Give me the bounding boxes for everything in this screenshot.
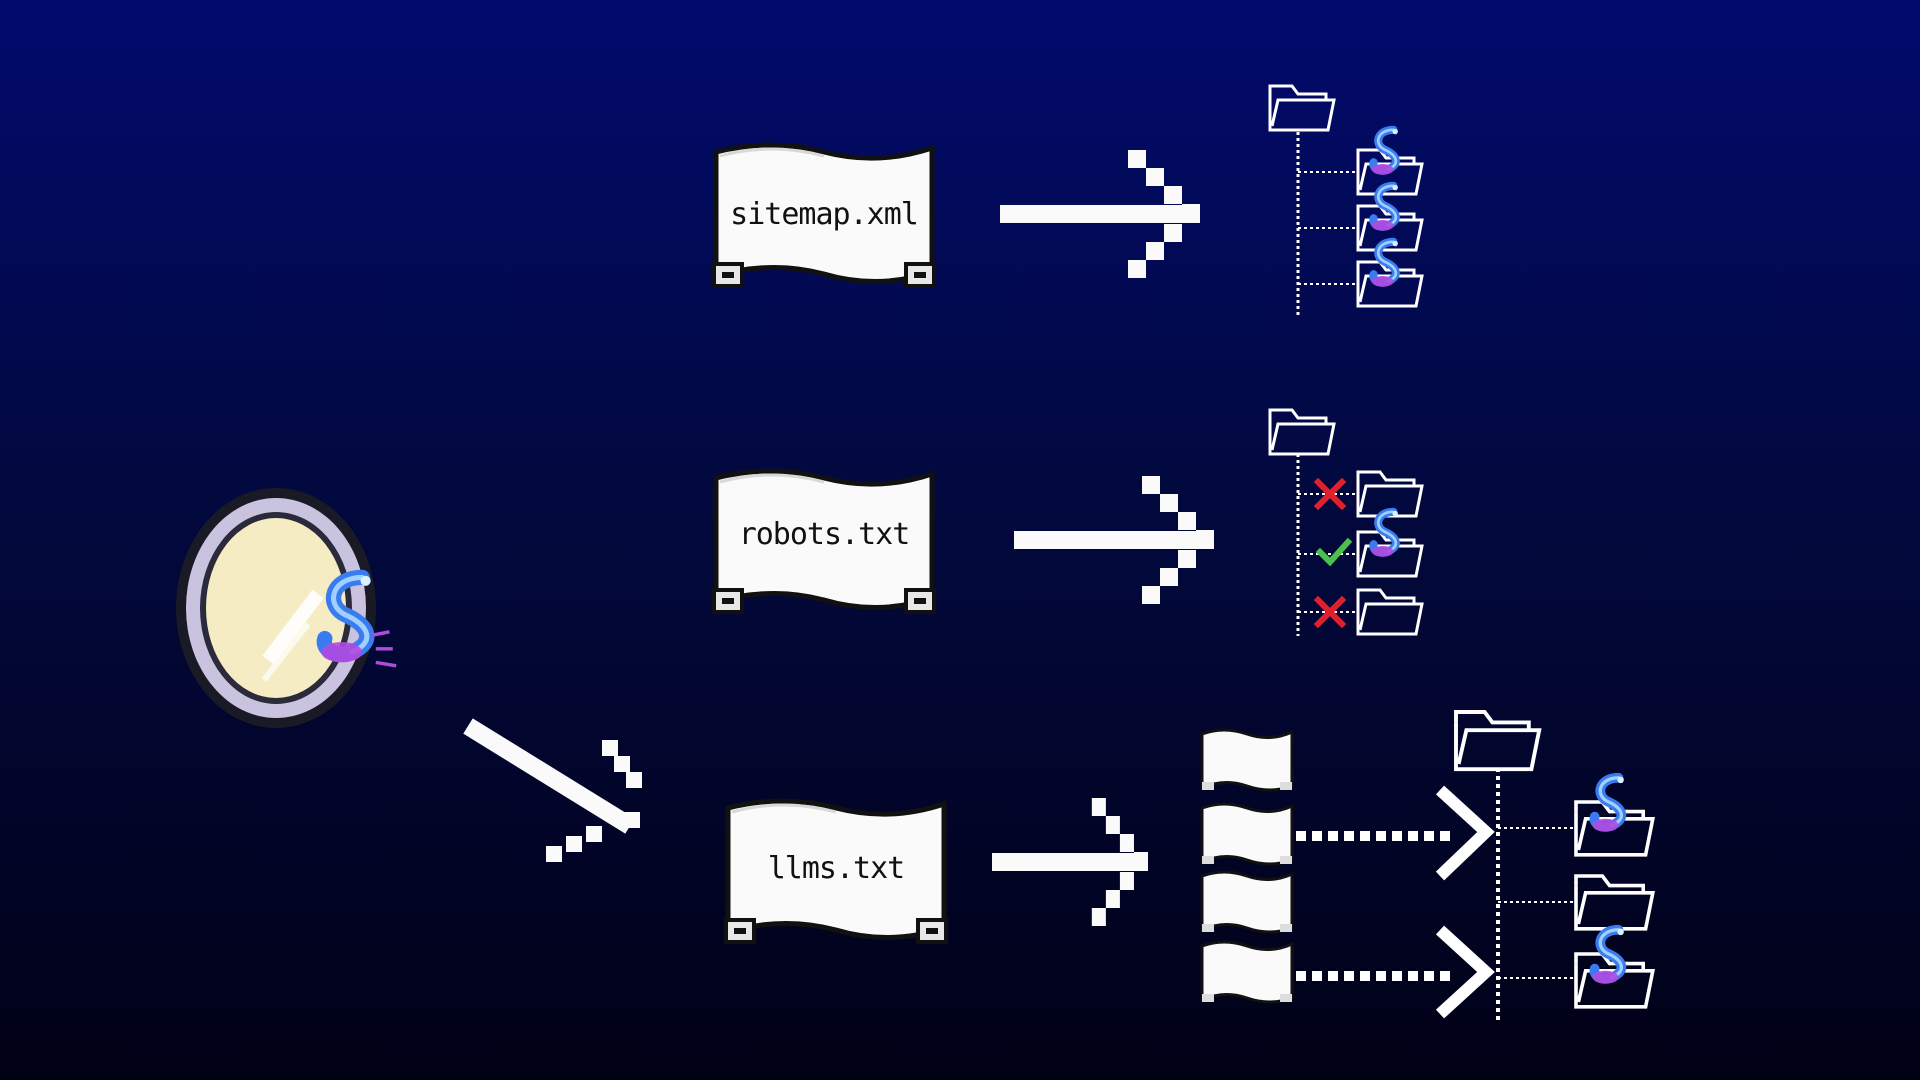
scroll-icon: llms.txt	[726, 801, 946, 942]
scroll-icon: sitemap.xml	[714, 145, 934, 286]
pixel-sword-icon	[463, 718, 642, 862]
scroll-stack	[1200, 728, 1294, 1004]
scroll-icon	[1200, 940, 1294, 1004]
scroll-label-robots: robots.txt	[739, 517, 910, 552]
link-arrow-bottom	[1296, 925, 1495, 1019]
folder-icon	[1268, 84, 1336, 132]
orb-icon	[176, 488, 376, 728]
folder-icon	[1356, 588, 1424, 636]
row-llms: llms.txt	[726, 710, 1655, 1020]
arrow-icon	[992, 798, 1148, 926]
folder-tree-llms	[1454, 710, 1655, 1020]
arrow-icon	[1000, 150, 1200, 278]
scroll-icon: robots.txt	[714, 471, 934, 612]
mascot-folder-icon	[1358, 511, 1422, 576]
scroll-label-llms: llms.txt	[768, 851, 905, 886]
folder-icon	[1268, 408, 1336, 456]
folder-icon	[1454, 710, 1542, 772]
folder-tree-robots	[1268, 408, 1424, 636]
cross-icon	[1318, 600, 1342, 624]
arrow-icon	[1014, 476, 1214, 604]
mascot-folder-icon	[1576, 777, 1653, 855]
folder-icon	[1574, 874, 1655, 931]
link-arrow-top	[1296, 785, 1495, 881]
scroll-label-sitemap: sitemap.xml	[730, 197, 918, 232]
scroll-icon	[1200, 728, 1294, 792]
scroll-icon	[1200, 870, 1294, 934]
mascot-folder-icon	[1576, 929, 1653, 1007]
cross-icon	[1318, 482, 1342, 506]
mascot-icon	[321, 576, 397, 666]
scroll-icon	[1200, 802, 1294, 866]
check-icon	[1320, 542, 1348, 562]
row-sitemap: sitemap.xml	[714, 84, 1422, 316]
row-robots: robots.txt	[714, 408, 1424, 636]
folder-tree-sitemap	[1268, 84, 1422, 316]
